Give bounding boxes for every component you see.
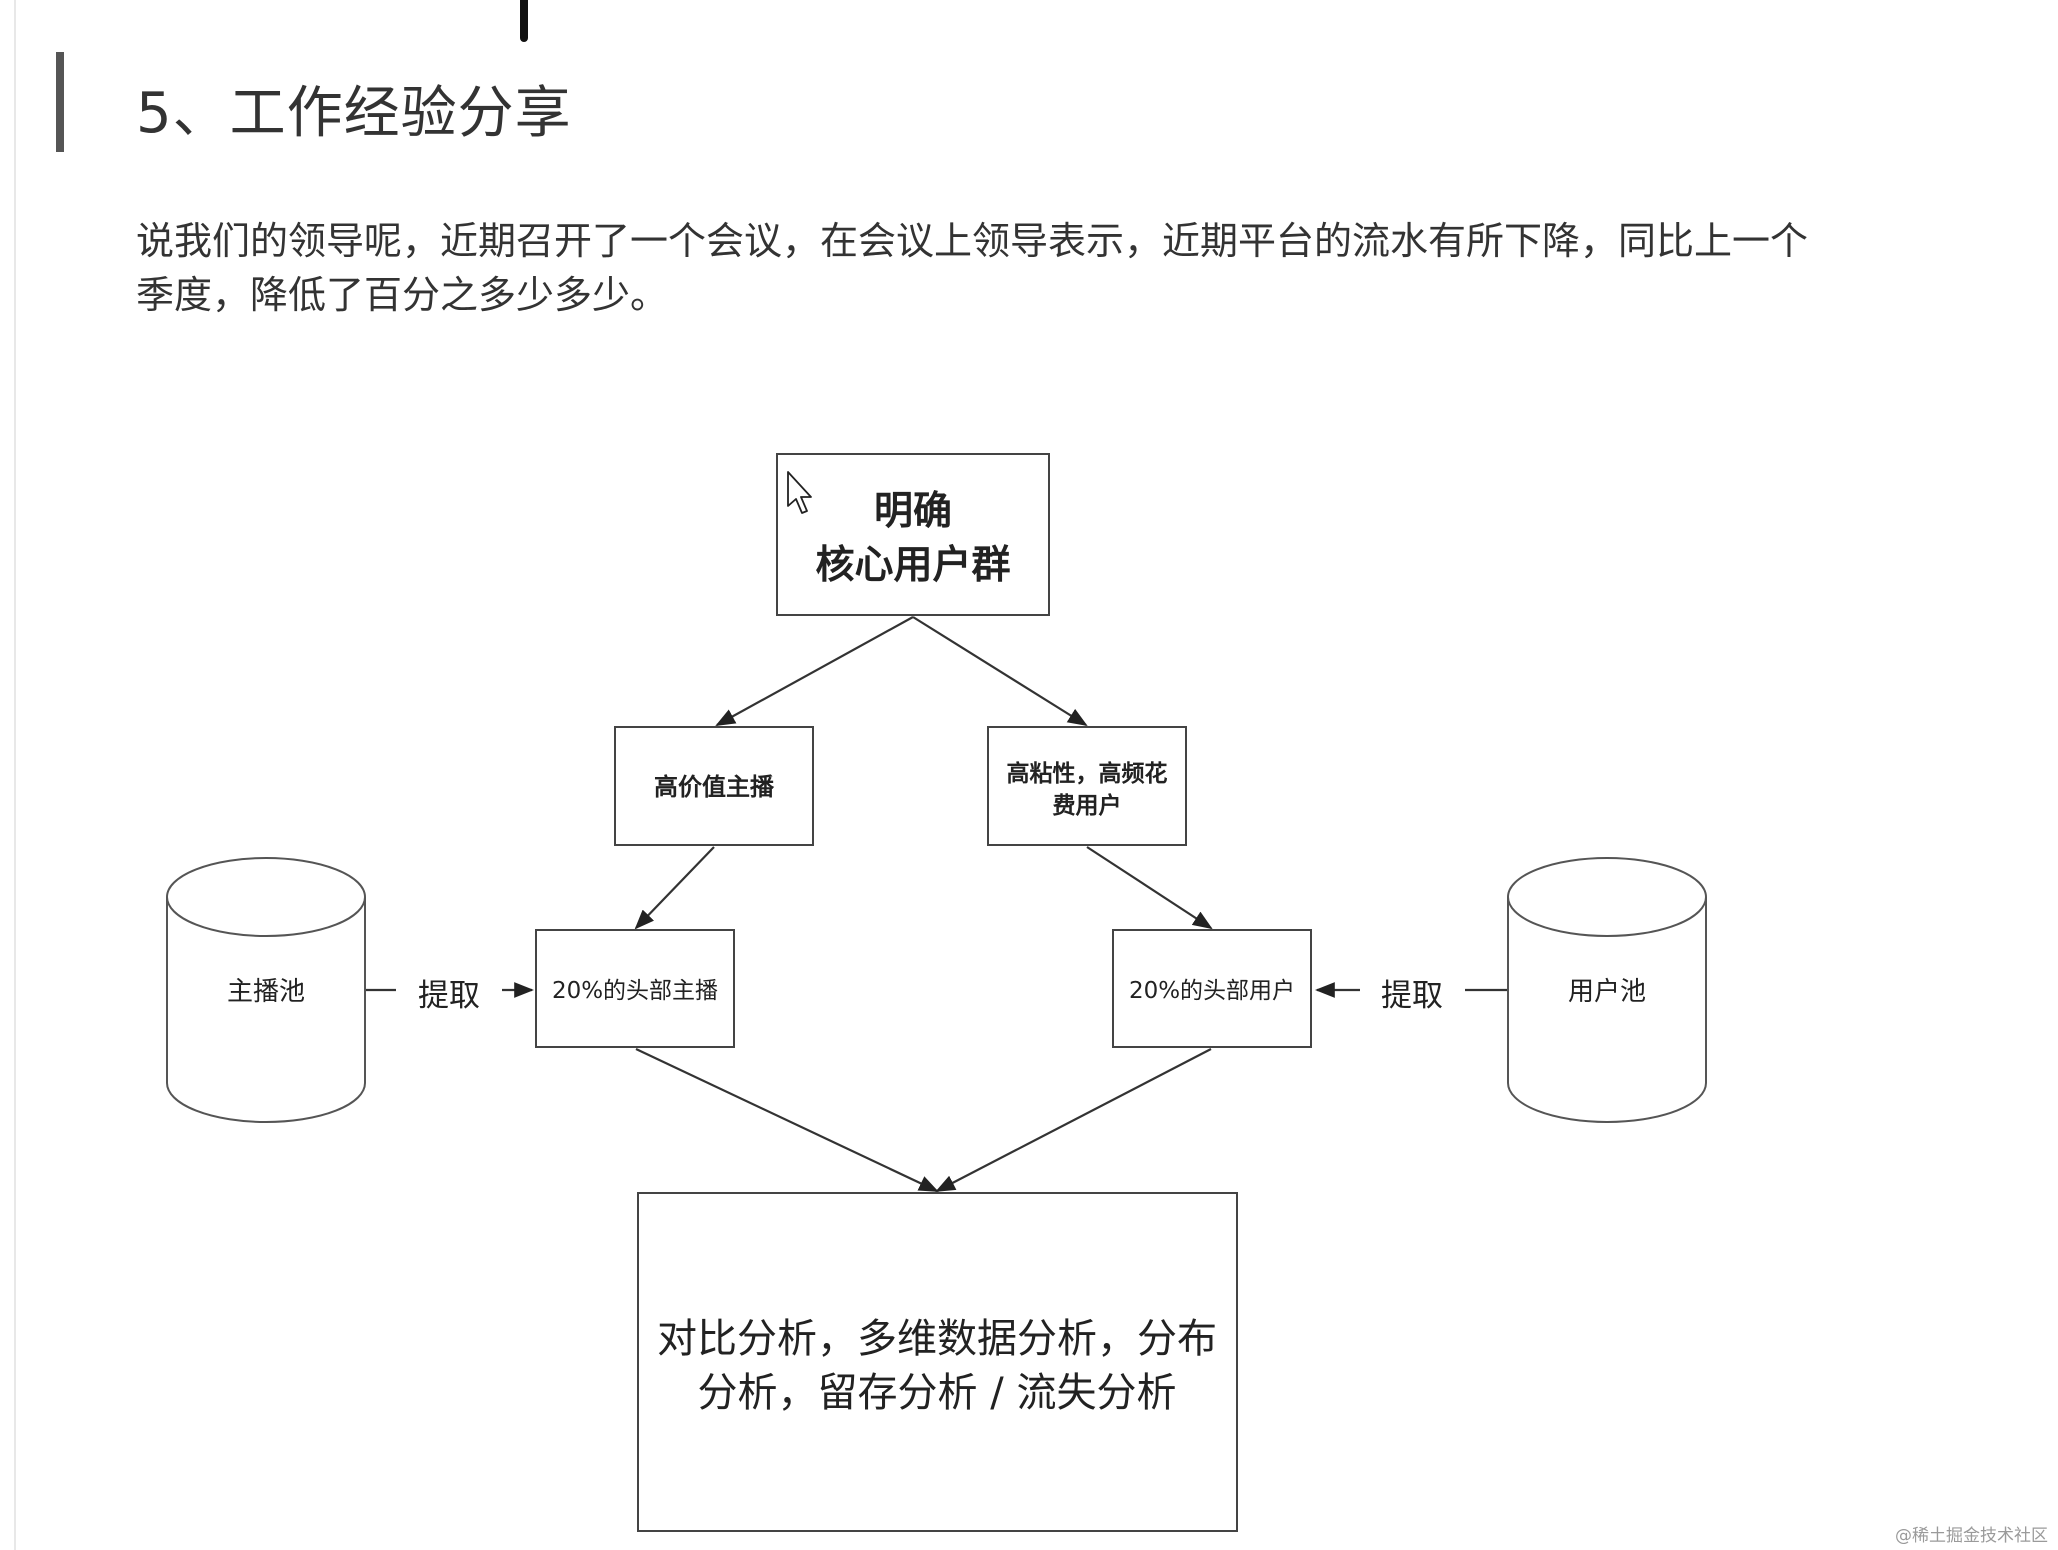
core-line-1: 明确: [874, 489, 952, 534]
edge-core-to-right-branch: [912, 616, 1088, 727]
left-pool-label: 主播池: [227, 977, 305, 1007]
edge-left-branch-to-top20: [634, 846, 715, 930]
left-branch-label: 高价值主播: [654, 773, 775, 801]
node-sticky-high-spend-users: 高粘性，高频花 费用户: [987, 726, 1187, 846]
right-branch-line-1: 高粘性，高频花: [1007, 760, 1168, 787]
node-analysis-methods: 对比分析，多维数据分析，分布 分析，留存分析 / 流失分析: [637, 1192, 1238, 1532]
heading-accent-bar: [56, 52, 64, 152]
left-extract-label: 提取: [418, 978, 480, 1014]
edge-right-top20-to-analysis: [935, 1048, 1212, 1192]
node-core-user-group: 明确 核心用户群: [776, 453, 1050, 616]
cylinder-user-pool: 用户池: [1507, 857, 1707, 1123]
node-top20-users: 20%的头部用户: [1112, 929, 1312, 1048]
right-branch-line-2: 费用户: [1053, 792, 1122, 819]
edge-core-to-left-branch: [715, 616, 914, 726]
watermark: @稀土掘金技术社区: [1895, 1526, 2048, 1546]
node-high-value-streamers: 高价值主播: [614, 726, 814, 846]
analysis-line-1: 对比分析，多维数据分析，分布: [657, 1316, 1217, 1362]
right-top20-label: 20%的头部用户: [1129, 978, 1295, 1004]
section-title: 5、工作经验分享: [136, 81, 572, 146]
edge-right-branch-to-top20: [1086, 846, 1213, 930]
cursor-icon: [787, 471, 812, 514]
node-top20-streamers: 20%的头部主播: [535, 929, 735, 1048]
intro-paragraph: 说我们的领导呢，近期召开了一个会议，在会议上领导表示，近期平台的流水有所下降，同…: [136, 219, 1809, 317]
left-top20-label: 20%的头部主播: [552, 978, 718, 1004]
page-left-border: [14, 0, 16, 1550]
edge-left-top20-to-analysis: [635, 1048, 939, 1192]
right-extract-label: 提取: [1381, 978, 1443, 1014]
top-marker: [520, 0, 528, 42]
right-pool-label: 用户池: [1568, 977, 1646, 1007]
cylinder-streamer-pool: 主播池: [166, 857, 366, 1123]
core-line-2: 核心用户群: [815, 543, 1010, 588]
analysis-line-2: 分析，留存分析 / 流失分析: [698, 1370, 1177, 1416]
